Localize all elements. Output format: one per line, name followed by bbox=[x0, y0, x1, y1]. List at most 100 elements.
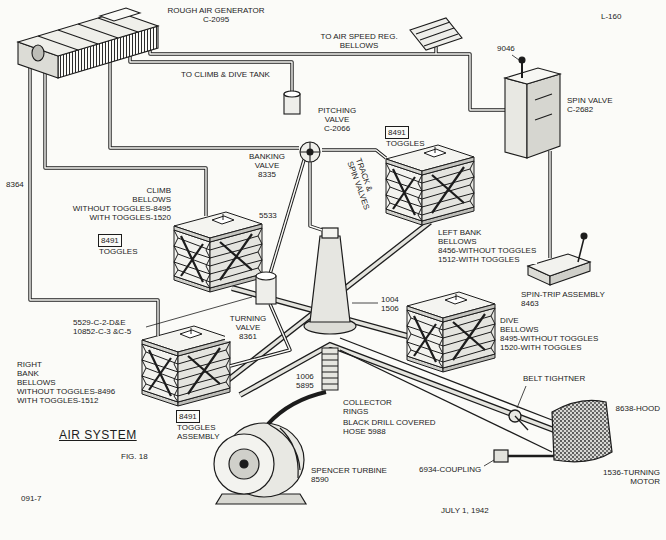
callout-label: SPIN VALVE C-2682 bbox=[566, 96, 614, 114]
boxed-part-number: 8491TOGGLES bbox=[98, 234, 122, 247]
callout-label: PITCHING VALVE C-2066 bbox=[313, 106, 361, 133]
text-line: SPIN VALVE bbox=[567, 96, 613, 105]
turbine-motor bbox=[240, 460, 248, 468]
air-speed-bellows bbox=[410, 18, 462, 50]
text-line: TOGGLES bbox=[386, 139, 425, 148]
text-line: C-2066 bbox=[314, 124, 360, 133]
callout-label: 091-7 bbox=[20, 494, 42, 503]
text-line: WITHOUT TOGGLES-8496 bbox=[17, 387, 115, 396]
text-line: 9046 bbox=[497, 44, 515, 53]
text-line: WITHOUT TOGGLES-8495 bbox=[47, 204, 171, 213]
callout-label: DIVE BELLOWS 8495-WITHOUT TOGGLES 1520-W… bbox=[499, 316, 599, 352]
text-line: VALVE bbox=[226, 323, 270, 332]
text-line: ROUGH AIR GENERATOR bbox=[165, 6, 267, 15]
boxed-part-number: 8491TOGGLES bbox=[385, 126, 409, 139]
air-pipe bbox=[30, 44, 550, 366]
callout-label: 5533 bbox=[258, 211, 278, 220]
text-line: 1520-WITH TOGGLES bbox=[500, 343, 598, 352]
collector-rings bbox=[322, 354, 338, 384]
text-line: RIGHT bbox=[17, 360, 115, 369]
text-line: PITCHING bbox=[314, 106, 360, 115]
callout-label: 9046 bbox=[496, 44, 516, 53]
callout-label: COLLECTOR RINGS bbox=[342, 398, 393, 416]
callout-label: FIG. 18 bbox=[120, 452, 149, 461]
collector-rings bbox=[322, 348, 338, 390]
part-number: 8491 bbox=[101, 236, 119, 245]
boxed-part-number: 8491TOGGLES ASSEMBLY bbox=[176, 410, 200, 423]
turbine-motor bbox=[229, 449, 259, 479]
callout-label: BANKING VALVE 8335 bbox=[243, 152, 291, 179]
text-line: DIVE bbox=[500, 316, 598, 325]
text-line: 8590 bbox=[311, 475, 387, 484]
banking-valve bbox=[307, 149, 313, 155]
spin-trip-assembly bbox=[578, 238, 584, 262]
text-line: TOGGLES bbox=[99, 247, 138, 256]
text-line: SPIN-TRIP ASSEMBLY bbox=[521, 290, 605, 299]
turning-motor-hood bbox=[552, 400, 612, 461]
bellows bbox=[174, 212, 262, 292]
text-line: 1004 bbox=[381, 295, 399, 304]
text-line: BLACK DRILL COVERED bbox=[343, 418, 436, 427]
text-line: JULY 1, 1942 bbox=[441, 506, 489, 515]
leader-line bbox=[352, 303, 378, 304]
text-line: 1512-WITH TOGGLES bbox=[438, 255, 536, 264]
spin-valve bbox=[535, 94, 552, 120]
callout-label: JULY 1, 1942 bbox=[440, 506, 490, 515]
text-line: 6934-COUPLING bbox=[419, 465, 481, 474]
leader-line bbox=[512, 55, 519, 60]
callout-label: L-160 bbox=[600, 12, 622, 21]
text-line: WITH TOGGLES-1520 bbox=[47, 213, 171, 222]
part-caption: TOGGLES bbox=[385, 139, 426, 148]
air-speed-bellows bbox=[410, 18, 462, 50]
text-line: 5895 bbox=[296, 381, 314, 390]
callout-label: 1536-TURNING MOTOR bbox=[587, 468, 661, 486]
text-line: FIG. 18 bbox=[121, 452, 148, 461]
turning-motor-hood bbox=[508, 455, 554, 458]
center-post bbox=[310, 236, 350, 322]
part-number: 8491 bbox=[388, 128, 406, 137]
callout-label: TRACK & SPIN VALVES bbox=[345, 156, 380, 212]
text-line: 1536-TURNING bbox=[588, 468, 660, 477]
leader-line bbox=[517, 386, 526, 408]
text-line: VALVE bbox=[314, 115, 360, 124]
collector-rings bbox=[322, 348, 338, 390]
spin-valve bbox=[505, 78, 527, 158]
turbine-motor bbox=[270, 425, 300, 478]
turning-valve bbox=[256, 272, 276, 304]
text-line: 5533 bbox=[259, 211, 277, 220]
rough-air-generator bbox=[100, 8, 140, 21]
callout-label: SPENCER TURBINE 8590 bbox=[310, 466, 388, 484]
text-line: BELT TIGHTNER bbox=[523, 374, 585, 383]
text-line: LEFT BANK bbox=[438, 228, 536, 237]
turning-valve bbox=[256, 272, 276, 280]
center-post bbox=[304, 228, 356, 334]
callout-label: 8364 bbox=[5, 180, 25, 189]
text-line: BELLOWS bbox=[47, 195, 171, 204]
spin-valve bbox=[527, 74, 560, 158]
text-line: MOTOR bbox=[588, 477, 660, 486]
callout-label: TURNING VALVE 8361 bbox=[225, 314, 271, 341]
leader-line bbox=[484, 460, 494, 466]
text-line: BELLOWS bbox=[17, 378, 115, 387]
text-line: L-160 bbox=[601, 12, 621, 21]
banking-valve bbox=[300, 142, 320, 162]
text-line: HOSE 5988 bbox=[343, 427, 436, 436]
callout-label: 1004 1506 bbox=[380, 295, 400, 313]
part-caption: TOGGLES bbox=[98, 247, 139, 256]
pitching-valve bbox=[284, 91, 300, 114]
text-line: 8638-HOOD bbox=[616, 404, 660, 413]
text-line: 8361 bbox=[226, 332, 270, 341]
pitching-valve bbox=[284, 91, 300, 97]
spin-trip-assembly bbox=[528, 254, 590, 276]
spin-trip-assembly bbox=[528, 233, 590, 285]
callout-label: BELT TIGHTNER bbox=[522, 374, 586, 383]
callout-label: SPIN-TRIP ASSEMBLY 8463 bbox=[520, 290, 606, 308]
text-line: 10852-C-3 &C-5 bbox=[73, 327, 131, 336]
text-line: 8491 bbox=[179, 412, 197, 421]
text-line: 091-7 bbox=[21, 494, 41, 503]
text-line: AIR SYSTEM bbox=[59, 428, 137, 442]
